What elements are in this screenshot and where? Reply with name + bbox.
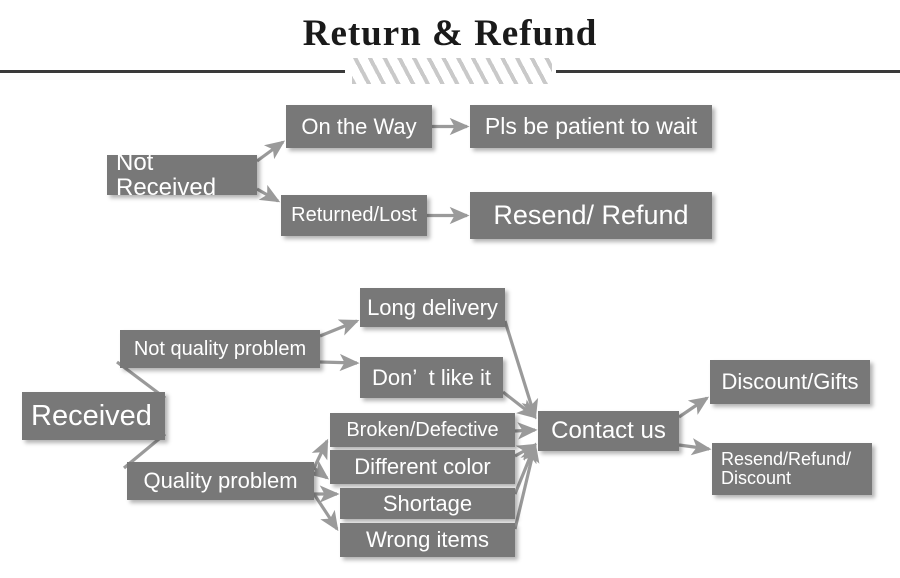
node-broken-defective: Broken/Defective	[330, 413, 515, 447]
edge-quality-to-wrong-items	[312, 493, 339, 532]
node-on-the-way: On the Way	[286, 105, 432, 148]
edge-not-quality-to-dont-like-it	[319, 353, 360, 372]
header-hatch-ornament	[352, 58, 552, 84]
edge-quality-to-different-color	[308, 460, 330, 480]
node-different-color: Different color	[330, 450, 515, 484]
node-not-quality: Not quality problem	[120, 330, 320, 368]
edge-not-received-to-on-the-way	[256, 140, 286, 163]
node-long-delivery: Long delivery	[360, 288, 505, 327]
node-not-received: Not Received	[107, 150, 257, 200]
node-resend-refund-discount: Resend/Refund/ Discount	[712, 443, 872, 495]
page-title: Return & Refund	[302, 13, 598, 54]
edge-quality-to-broken-defective	[311, 438, 329, 469]
header-rule-left	[0, 70, 345, 73]
edge-wrong-items-to-contact-us	[513, 442, 540, 530]
edge-shortage-to-contact-us	[513, 442, 537, 495]
edge-broken-defective-to-contact-us	[514, 422, 538, 440]
node-discount-gifts: Discount/Gifts	[710, 360, 870, 404]
node-dont-like-it: Don’ t like it	[360, 357, 503, 398]
edge-different-color-to-contact-us	[514, 443, 538, 461]
edge-not-received-to-returned-lost	[256, 184, 281, 203]
edge-not-quality-to-long-delivery	[319, 319, 360, 338]
edge-contact-us-to-resend-refund-discount	[678, 438, 712, 456]
node-wrong-items: Wrong items	[340, 523, 515, 557]
node-returned-lost: Returned/Lost	[281, 195, 427, 236]
header-rule-right	[556, 70, 900, 73]
node-quality: Quality problem	[127, 462, 314, 500]
node-received: Received	[22, 392, 165, 440]
node-resend-refund: Resend/ Refund	[470, 192, 712, 239]
node-contact-us: Contact us	[538, 411, 679, 451]
edge-long-delivery-to-contact-us	[503, 320, 539, 420]
edge-contact-us-to-discount-gifts	[678, 396, 710, 419]
node-pls-be-patient: Pls be patient to wait	[470, 105, 712, 148]
node-shortage: Shortage	[340, 488, 515, 519]
